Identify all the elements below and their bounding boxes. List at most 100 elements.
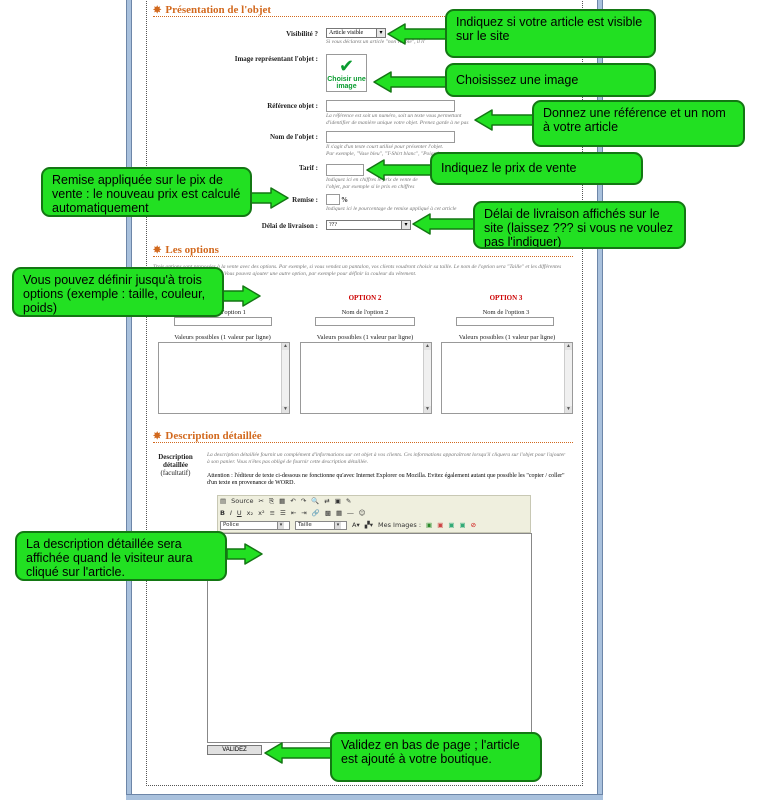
copy-icon[interactable]: ⎘: [268, 497, 275, 505]
bg-color-icon[interactable]: ▞▾: [364, 521, 373, 529]
name-help: Il s'agit d'un texte court utilisé pour …: [326, 144, 444, 157]
superscript-icon[interactable]: x²: [258, 509, 265, 517]
option-3-name-input[interactable]: [456, 317, 554, 326]
callout-discount: Remise appliquée sur le pix de vente : l…: [41, 167, 252, 217]
option-1-values-textarea[interactable]: ▲▼: [158, 342, 290, 414]
scroll-up-icon[interactable]: ▲: [565, 343, 572, 350]
section-divider: [153, 16, 573, 17]
page-frame-bottom: [126, 794, 603, 800]
arrow-visible: [387, 23, 447, 45]
chevron-down-icon: ▾: [334, 522, 341, 529]
scrollbar[interactable]: ▲▼: [423, 343, 431, 413]
callout-visible: Indiquez si votre article est visible su…: [445, 9, 656, 58]
size-select[interactable]: Taille ▾: [295, 521, 347, 530]
image-gallery-icon[interactable]: ▣: [459, 521, 466, 529]
scrollbar[interactable]: ▲▼: [564, 343, 572, 413]
scroll-down-icon[interactable]: ▼: [282, 406, 289, 413]
description-warning: Attention : l'éditeur de texte ci-dessou…: [207, 473, 565, 486]
source-icon[interactable]: ▤: [220, 497, 227, 505]
star-icon: ✸: [153, 431, 162, 442]
outdent-icon[interactable]: ⇤: [290, 509, 297, 517]
scroll-up-icon[interactable]: ▲: [282, 343, 289, 350]
indent-icon[interactable]: ⇥: [301, 509, 307, 517]
option-2-name-label: Nom de l'option 2: [341, 309, 389, 316]
smiley-icon[interactable]: ☺: [358, 509, 366, 517]
description-editor[interactable]: [207, 533, 532, 743]
bold-icon[interactable]: B: [220, 509, 225, 517]
callout-options: Vous pouvez définir jusqu'à trois option…: [12, 267, 224, 317]
page-frame-left: [126, 0, 132, 800]
find-icon[interactable]: 🔍: [311, 497, 320, 505]
option-3-values-textarea[interactable]: ▲▼: [441, 342, 573, 414]
scrollbar[interactable]: ▲▼: [281, 343, 289, 413]
option-3-name-label: Nom de l'option 3: [482, 309, 530, 316]
section-divider: [153, 256, 573, 257]
toolbar-row-3: Police▾Taille▾A▾▞▾Mes Images :▣▣▣▣⊘: [220, 521, 481, 532]
chevron-down-icon: ▾: [277, 522, 284, 529]
arrow-image: [373, 71, 447, 93]
unordered-list-icon[interactable]: ☰: [280, 509, 286, 517]
tarif-input[interactable]: [326, 164, 364, 176]
option-3-values-label: Valeurs possibles (1 valeur par ligne): [458, 334, 556, 341]
undo-icon[interactable]: ↶: [290, 497, 296, 505]
visible-label: Visibilité ?: [286, 30, 318, 38]
image-label: Image représentant l'objet :: [234, 55, 318, 63]
select-all-icon[interactable]: ▣: [334, 497, 341, 505]
delete-icon[interactable]: ⊘: [470, 521, 477, 529]
remise-label: Remise :: [292, 196, 318, 204]
subscript-icon[interactable]: x₂: [246, 509, 254, 517]
cut-icon[interactable]: ✂: [258, 497, 264, 505]
toolbar-row-1: ▤ Source ✂ ⎘ ▦ ↶ ↷ 🔍 ⇄ ▣ ✎: [220, 497, 356, 508]
scroll-down-icon[interactable]: ▼: [424, 406, 431, 413]
choose-image-button[interactable]: ✔ Choisir une image: [326, 54, 367, 92]
tarif-label: Tarif :: [299, 164, 318, 172]
option-2-head: OPTION 2: [348, 294, 382, 302]
callout-reference: Donnez une référence et un nom à votre a…: [532, 100, 745, 147]
option-2-values-textarea[interactable]: ▲▼: [300, 342, 432, 414]
star-icon: ✸: [153, 5, 162, 16]
option-2-values-label: Valeurs possibles (1 valeur par ligne): [316, 334, 414, 341]
scroll-down-icon[interactable]: ▼: [565, 406, 572, 413]
option-1-values-label: Valeurs possibles (1 valeur par ligne): [174, 334, 271, 341]
delai-select[interactable]: ???▾: [326, 220, 411, 230]
ordered-list-icon[interactable]: ≡: [269, 509, 276, 517]
redo-icon[interactable]: ↷: [300, 497, 307, 505]
submit-button[interactable]: VALIDEZ: [207, 745, 262, 755]
remise-help: Indiquez ici le pourcentage de remise ap…: [326, 206, 457, 212]
option-1-name-input[interactable]: [174, 317, 272, 326]
tarif-help: Indiquez ici en chiffres le prix de vent…: [326, 177, 418, 190]
text-color-icon[interactable]: A▾: [352, 521, 360, 529]
chevron-down-icon: ▾: [401, 221, 410, 229]
image-gallery-icon[interactable]: ▣: [426, 521, 433, 529]
remise-input[interactable]: [326, 194, 340, 205]
paste-icon[interactable]: ▦: [279, 497, 286, 505]
option-3-head: OPTION 3: [489, 294, 523, 302]
link-icon[interactable]: 🔗: [311, 509, 320, 517]
font-select[interactable]: Police▾: [220, 521, 290, 530]
underline-icon[interactable]: U: [236, 509, 242, 517]
image-gallery-icon[interactable]: ▣: [448, 521, 455, 529]
remove-format-icon[interactable]: ✎: [345, 497, 352, 505]
image-icon[interactable]: ▩: [324, 509, 331, 517]
section-description-title: ✸Description détaillée: [153, 430, 262, 442]
reference-input[interactable]: [326, 100, 455, 112]
italic-icon[interactable]: I: [229, 509, 232, 517]
name-input[interactable]: [326, 131, 455, 143]
callout-price: Indiquez le prix de vente: [430, 152, 643, 185]
replace-icon[interactable]: ⇄: [324, 497, 330, 505]
description-help: La description détaillée fournit un comp…: [207, 452, 566, 465]
rule-icon[interactable]: ―: [347, 509, 354, 517]
section-presentation-title: ✸Présentation de l'objet: [153, 4, 271, 16]
scroll-up-icon[interactable]: ▲: [424, 343, 431, 350]
source-button[interactable]: Source: [231, 497, 254, 505]
visible-select[interactable]: Article visible▾: [326, 28, 386, 38]
option-2-name-input[interactable]: [315, 317, 415, 326]
callout-submit: Validez en bas de page ; l'article est a…: [330, 732, 542, 782]
size-select-value: Taille: [298, 522, 312, 528]
image-gallery-icon[interactable]: ▣: [437, 521, 444, 529]
reference-label: Référence objet :: [267, 102, 318, 110]
callout-description: La description détaillée sera affichée q…: [15, 531, 227, 581]
table-icon[interactable]: ▦: [336, 509, 343, 517]
visible-help: Si vous déclarez un article "non visible…: [326, 39, 426, 45]
